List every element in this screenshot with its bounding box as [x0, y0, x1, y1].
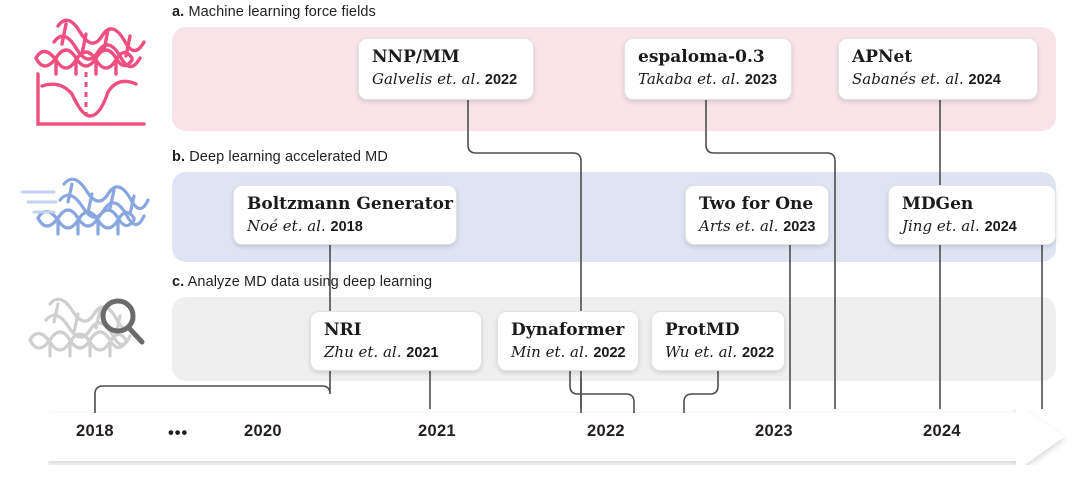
dna-energy-plot-icon — [20, 2, 170, 130]
paper-title: MDGen — [902, 194, 974, 214]
section-title-c: Analyze MD data using deep learning — [187, 274, 433, 290]
paper-authors: Sabanés et. al. — [852, 69, 964, 88]
axis-ellipsis: ••• — [168, 424, 189, 442]
paper-year: 2021 — [406, 344, 439, 361]
paper-meta: Noé et. al. 2018 — [247, 217, 443, 235]
paper-meta: Jing et. al. 2024 — [902, 217, 1042, 235]
paper-meta: Sabanés et. al. 2024 — [852, 70, 1024, 88]
dna-motion-icon — [20, 168, 170, 268]
paper-title: APNet — [852, 47, 913, 67]
paper-authors: Takaba et. al. — [638, 69, 741, 88]
paper-year: 2023 — [783, 218, 816, 235]
paper-card-two-for-one[interactable]: Two for One Arts et. al. 2023 — [685, 185, 829, 245]
paper-card-espaloma[interactable]: espaloma-0.3 Takaba et. al. 2023 — [624, 38, 792, 100]
paper-title: Boltzmann Generator — [247, 194, 453, 214]
paper-meta: Min et. al. 2022 — [511, 342, 626, 361]
paper-card-dynaformer[interactable]: Dynaformer Min et. al. 2022 — [497, 311, 639, 371]
section-letter-c: c. — [172, 274, 185, 290]
section-label-a: a. Machine learning force fields — [172, 4, 376, 20]
paper-card-protmd[interactable]: ProtMD Wu et. al. 2022 — [651, 311, 785, 371]
section-label-b: b. Deep learning accelerated MD — [172, 149, 388, 165]
paper-meta: Zhu et. al. 2021 — [324, 343, 468, 361]
section-letter-b: b. — [172, 149, 186, 165]
paper-authors: Galvelis et. al. — [372, 69, 481, 88]
section-letter-a: a. — [172, 4, 185, 20]
paper-authors: Min et. al. — [511, 342, 589, 361]
paper-year: 2024 — [984, 218, 1017, 235]
paper-title: espaloma-0.3 — [638, 47, 765, 67]
paper-meta: Arts et. al. 2023 — [699, 216, 816, 235]
paper-authors: Arts et. al. — [699, 216, 779, 235]
paper-authors: Wu et. al. — [665, 342, 738, 361]
paper-card-mdgen[interactable]: MDGen Jing et. al. 2024 — [888, 185, 1056, 245]
paper-card-apnet[interactable]: APNet Sabanés et. al. 2024 — [838, 38, 1038, 100]
paper-meta: Takaba et. al. 2023 — [638, 70, 778, 88]
paper-year: 2022 — [741, 344, 775, 361]
paper-year: 2018 — [330, 218, 363, 235]
paper-title: Dynaformer — [511, 320, 625, 340]
section-label-c: c. Analyze MD data using deep learning — [172, 274, 432, 290]
paper-card-boltzmann-generator[interactable]: Boltzmann Generator Noé et. al. 2018 — [233, 185, 457, 245]
axis-tick-2024: 2024 — [923, 422, 961, 440]
axis-tick-2021: 2021 — [418, 422, 456, 440]
paper-card-nnp-mm[interactable]: NNP/MM Galvelis et. al. 2022 — [358, 38, 534, 100]
paper-meta: Galvelis et. al. 2022 — [372, 70, 520, 88]
paper-year: 2024 — [968, 71, 1001, 88]
paper-year: 2023 — [744, 71, 778, 88]
section-title-b: Deep learning accelerated MD — [189, 149, 388, 165]
paper-title: NRI — [324, 320, 362, 340]
paper-title: ProtMD — [665, 320, 740, 340]
dna-magnifier-icon — [20, 288, 170, 388]
paper-year: 2022 — [484, 71, 518, 88]
axis-tick-2022: 2022 — [587, 422, 625, 440]
paper-meta: Wu et. al. 2022 — [665, 342, 775, 361]
paper-title: NNP/MM — [372, 47, 460, 67]
paper-authors: Jing et. al. — [902, 216, 980, 235]
axis-tick-2018: 2018 — [76, 422, 114, 440]
paper-authors: Noé et. al. — [247, 216, 326, 235]
paper-authors: Zhu et. al. — [324, 342, 402, 361]
section-title-a: Machine learning force fields — [188, 4, 376, 20]
axis-tick-2023: 2023 — [755, 422, 793, 440]
timeline-axis — [48, 409, 1064, 465]
paper-title: Two for One — [699, 194, 814, 214]
paper-year: 2022 — [593, 344, 626, 361]
axis-tick-2020: 2020 — [244, 422, 282, 440]
paper-card-nri[interactable]: NRI Zhu et. al. 2021 — [310, 311, 482, 371]
